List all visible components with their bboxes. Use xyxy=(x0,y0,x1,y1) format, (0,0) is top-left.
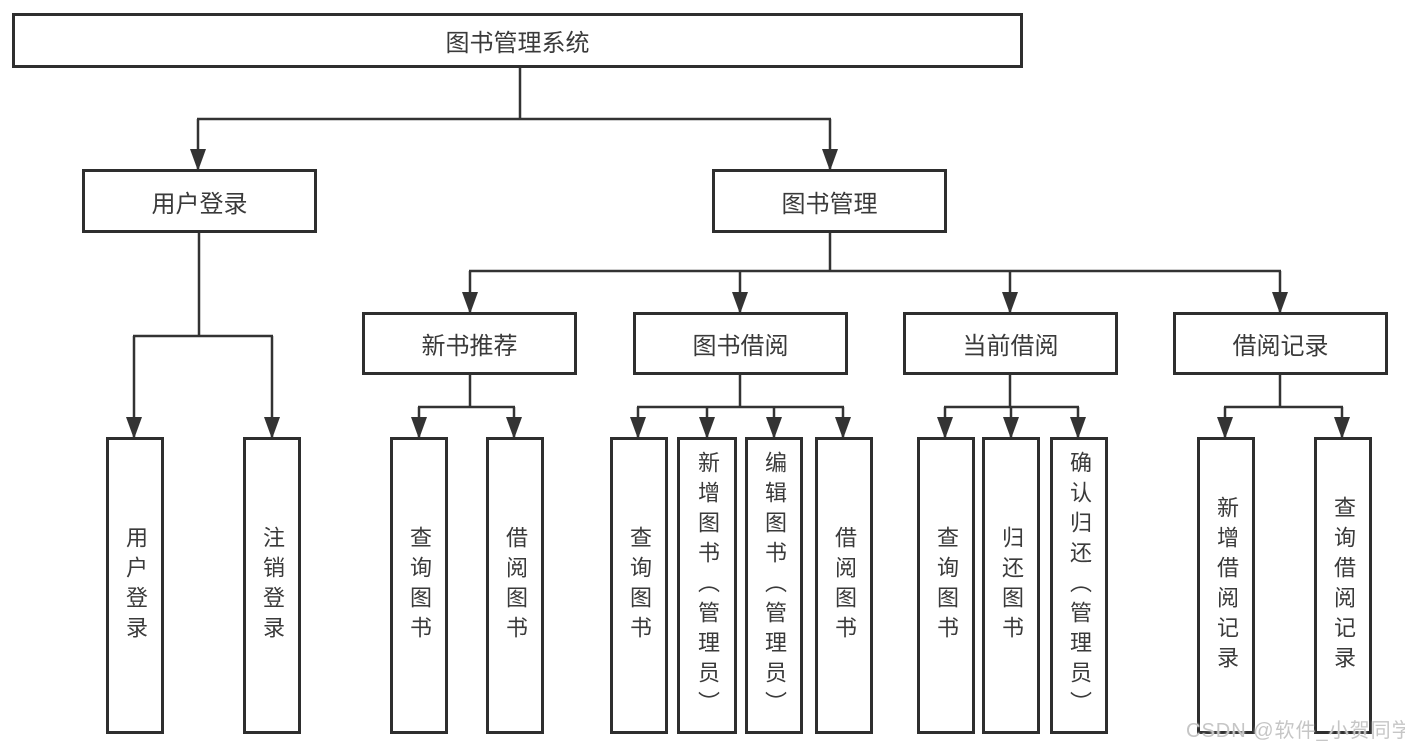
leaf-label: 借阅图书 xyxy=(503,525,528,646)
leaf-query-books-current: 查询图书 xyxy=(917,437,975,734)
leaf-user-login: 用户登录 xyxy=(106,437,164,734)
node-borrow-records: 借阅记录 xyxy=(1173,312,1388,375)
node-label: 图书借阅 xyxy=(692,333,789,360)
leaf-label: 归还图书 xyxy=(999,525,1024,646)
leaf-label: 借阅图书 xyxy=(832,525,857,646)
leaf-logout: 注销登录 xyxy=(243,437,301,734)
leaf-query-borrow-record: 查询借阅记录 xyxy=(1314,437,1372,734)
leaf-borrow-books-recommend: 借阅图书 xyxy=(486,437,544,734)
node-label: 借阅记录 xyxy=(1232,333,1329,360)
node-label: 当前借阅 xyxy=(962,333,1059,360)
leaf-edit-books-admin: 编辑图书（管理员） xyxy=(745,437,803,734)
leaf-confirm-return-admin: 确认归还（管理员） xyxy=(1050,437,1108,734)
leaf-borrow-books: 借阅图书 xyxy=(815,437,873,734)
node-label: 新书推荐 xyxy=(421,333,518,360)
node-label: 用户登录 xyxy=(151,190,248,218)
node-root: 图书管理系统 xyxy=(12,13,1023,68)
node-user-login: 用户登录 xyxy=(82,169,317,233)
leaf-label: 新增借阅记录 xyxy=(1214,495,1239,676)
leaf-add-borrow-record: 新增借阅记录 xyxy=(1197,437,1255,734)
leaf-label: 编辑图书（管理员） xyxy=(762,450,787,721)
node-label: 图书管理 xyxy=(781,190,878,218)
node-root-label: 图书管理系统 xyxy=(445,30,590,57)
leaf-label: 查询图书 xyxy=(407,525,432,646)
node-current-borrowing: 当前借阅 xyxy=(903,312,1118,375)
leaf-label: 用户登录 xyxy=(123,525,148,646)
leaf-return-books: 归还图书 xyxy=(982,437,1040,734)
leaf-label: 注销登录 xyxy=(260,525,285,646)
leaf-label: 查询借阅记录 xyxy=(1331,495,1356,676)
node-book-management: 图书管理 xyxy=(712,169,947,233)
leaf-label: 查询图书 xyxy=(934,525,959,646)
leaf-label: 新增图书（管理员） xyxy=(695,450,720,721)
leaf-query-books-recommend: 查询图书 xyxy=(390,437,448,734)
leaf-label: 查询图书 xyxy=(627,525,652,646)
leaf-label: 确认归还（管理员） xyxy=(1067,450,1092,721)
leaf-add-books-admin: 新增图书（管理员） xyxy=(677,437,737,734)
node-new-book-recommend: 新书推荐 xyxy=(362,312,577,375)
node-book-borrowing: 图书借阅 xyxy=(633,312,848,375)
csdn-watermark: CSDN @软件_小贺同学 xyxy=(1186,720,1405,742)
leaf-query-books-borrowing: 查询图书 xyxy=(610,437,668,734)
